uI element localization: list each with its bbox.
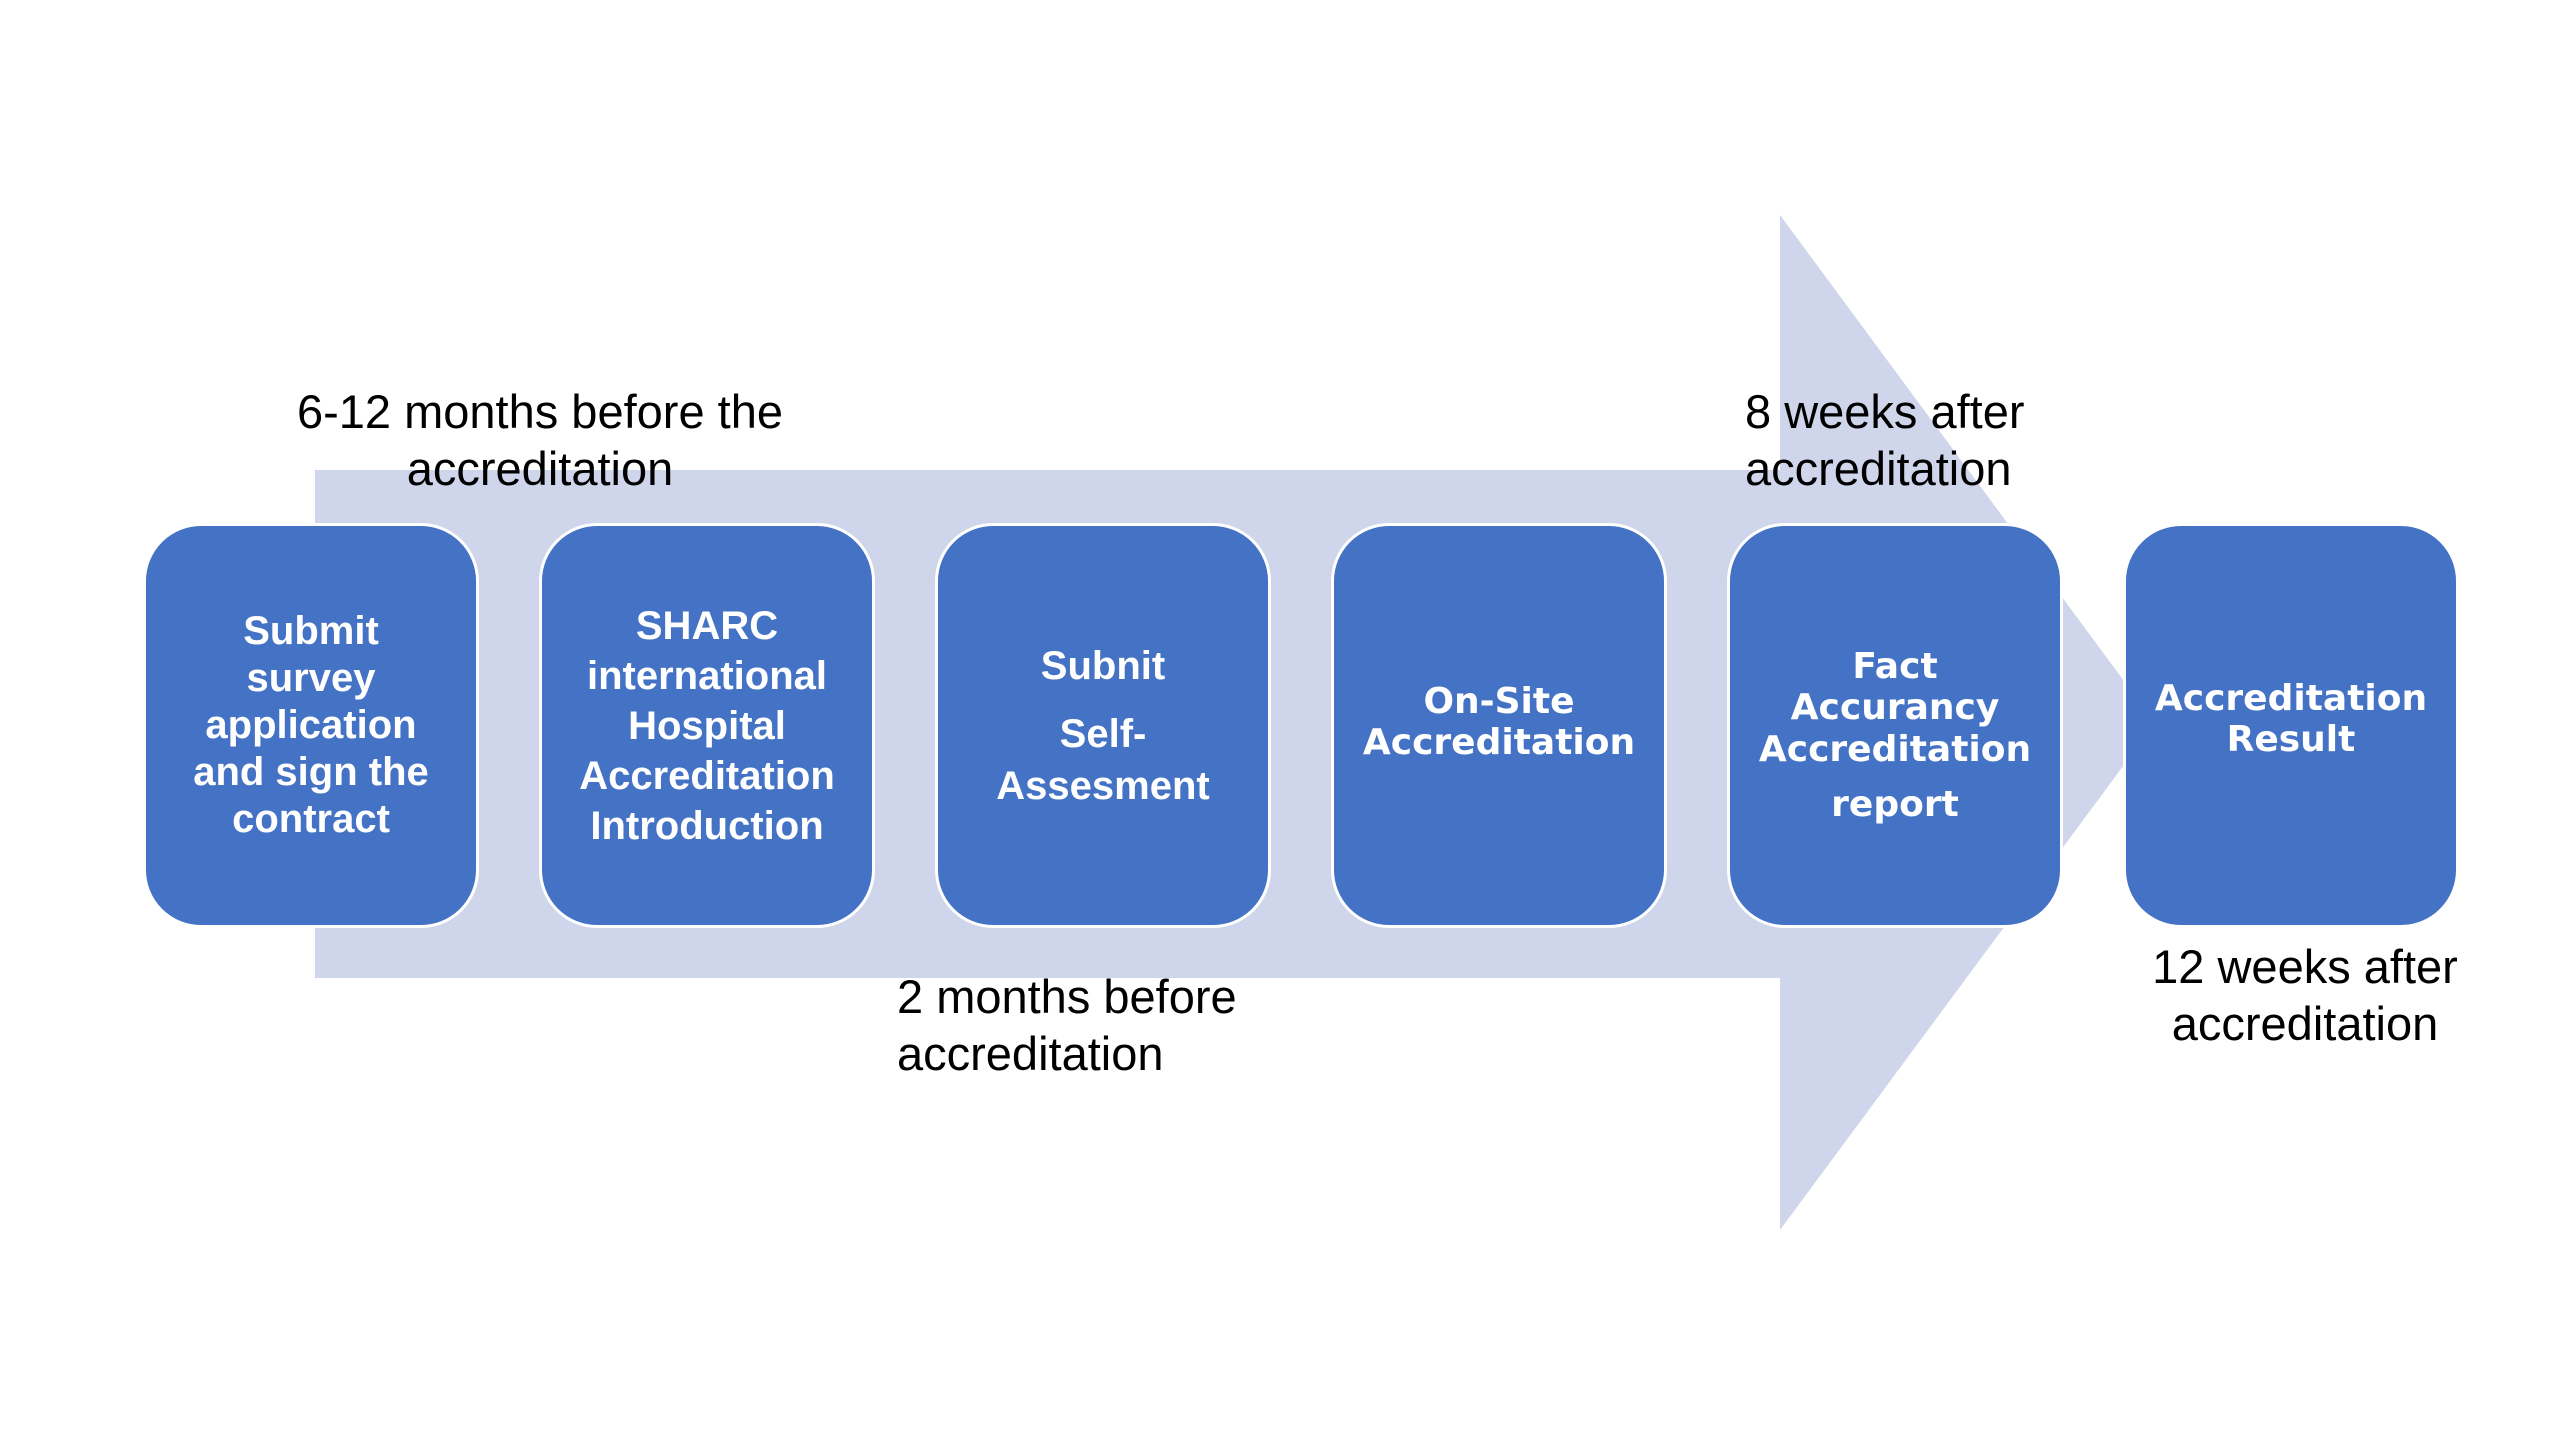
step-line: contract [232,797,390,842]
step-line: Introduction [590,803,824,848]
step-line: international [586,653,827,698]
step-fact-accuracy-report: Fact Accurancy Accreditation report [1727,523,2063,928]
step-line: Accreditation [1362,722,1636,764]
note-8-weeks-after: 8 weeks after accreditation [1745,383,2085,497]
step-line: Accreditation [2154,678,2428,719]
step-line: survey [246,655,376,700]
step-line: Accreditation [1758,728,2032,770]
step-line: Result [2226,719,2356,761]
step-on-site-accreditation: On-Site Accreditation [1331,523,1667,928]
note-line: accreditation [897,1027,1164,1080]
note-line: accreditation [406,442,674,495]
note-line: 8 weeks after [1745,385,2025,438]
step-accreditation-result: Accreditation Result [2123,523,2459,928]
step-line: Fact Accurancy [1790,646,2000,729]
step-line: Accreditation [579,753,835,798]
step-line: Assesment [996,763,1210,808]
step-submit-application: Submit survey application and sign the c… [143,523,479,928]
note-line: 2 months before [897,970,1237,1023]
step-line: and sign the [193,750,429,795]
note-line: 12 weeks after [2152,940,2458,993]
step-line: Submit [243,608,379,653]
step-line: application [205,702,417,747]
note-6-12-months: 6-12 months before the accreditation [290,383,790,497]
step-line: Self- [1059,711,1147,756]
step-line: Subnit [1040,643,1166,688]
note-12-weeks-after: 12 weeks after accreditation [2130,938,2480,1052]
note-2-months-before: 2 months before accreditation [897,968,1277,1082]
step-sharc-introduction: SHARC international Hospital Accreditati… [539,523,875,928]
step-line: On-Site [1423,681,1575,722]
note-line: 6-12 months before the [297,385,783,438]
note-line: accreditation [1745,442,2012,495]
step-line: report [1831,784,1959,826]
step-line: Hospital [628,703,786,748]
step-line: SHARC [635,603,779,648]
note-line: accreditation [2171,997,2439,1050]
step-self-assessment: Subnit Self- Assesment [935,523,1271,928]
